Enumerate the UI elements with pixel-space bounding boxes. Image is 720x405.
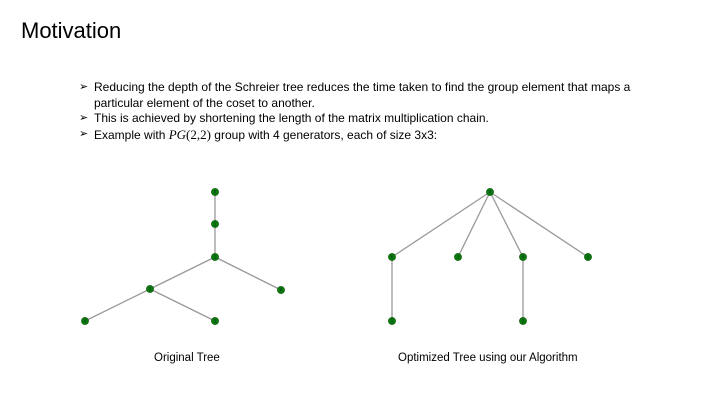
tree-node-label: 3: [457, 255, 460, 260]
tree-node-label: 4: [84, 319, 87, 324]
tree-node-label: 1: [214, 222, 217, 227]
arrow-bullet-icon: ➢: [79, 112, 89, 124]
bullet-text: group with 4 generators, each of size 3x…: [210, 127, 438, 142]
bullet-item: ➢ This is achieved by shortening the leng…: [79, 111, 679, 127]
math-args: (2,2): [186, 126, 211, 142]
tree-node-label: 6: [280, 288, 283, 293]
tree-node-label: 6: [391, 255, 394, 260]
tree-node: [146, 285, 154, 293]
tree-edge: [489, 191, 524, 258]
tree-edge: [391, 191, 491, 258]
tree-node: [486, 188, 494, 196]
tree-node: [519, 317, 527, 325]
tree-node-label: 3: [214, 319, 217, 324]
bullet-list: ➢ Reducing the depth of the Schreier tree…: [79, 80, 679, 143]
bullet-text: Example with: [94, 127, 169, 142]
tree-edge: [84, 288, 151, 322]
tree-node: [81, 317, 89, 325]
tree-node-label: 5: [149, 287, 152, 292]
bullet-text: Reducing the depth of the Schreier tree …: [94, 80, 631, 110]
tree-node: [584, 253, 592, 261]
tree-edge: [489, 191, 589, 258]
tree-node-label: 5: [587, 255, 590, 260]
tree-node-label: 1: [391, 319, 394, 324]
optimized-tree: 0 6 3 4 5 1 2: [388, 188, 592, 325]
tree-node-label: 4: [522, 255, 525, 260]
math-symbol: PG: [168, 126, 187, 142]
tree-node: [519, 253, 527, 261]
bullet-item: ➢ Example with PG(2,2) group with 4 gener…: [79, 127, 679, 144]
tree-edge: [149, 288, 216, 322]
bullet-text: This is achieved by shortening the lengt…: [94, 111, 489, 125]
tree-node-label: 0: [214, 190, 217, 195]
tree-node: [454, 253, 462, 261]
arrow-bullet-icon: ➢: [79, 81, 89, 93]
caption-optimized-tree: Optimized Tree using our Algorithm: [398, 352, 578, 364]
tree-edge: [149, 256, 216, 290]
tree-node: [211, 253, 219, 261]
bullet-item: ➢ Reducing the depth of the Schreier tree…: [79, 80, 679, 111]
tree-node-label: 0: [489, 190, 492, 195]
tree-node-label: 2: [522, 319, 525, 324]
caption-original-tree: Original Tree: [154, 352, 220, 364]
slide-title: Motivation: [21, 18, 122, 43]
tree-node: [211, 317, 219, 325]
tree-node: [388, 317, 396, 325]
original-tree: 0 1 2 5 6 4 3: [81, 188, 285, 325]
tree-edge: [214, 256, 282, 291]
tree-node: [211, 220, 219, 228]
tree-node: [388, 253, 396, 261]
tree-node-label: 2: [214, 255, 217, 260]
tree-edge: [457, 191, 491, 258]
arrow-bullet-icon: ➢: [79, 127, 89, 140]
tree-node: [277, 286, 285, 294]
tree-node: [211, 188, 219, 196]
